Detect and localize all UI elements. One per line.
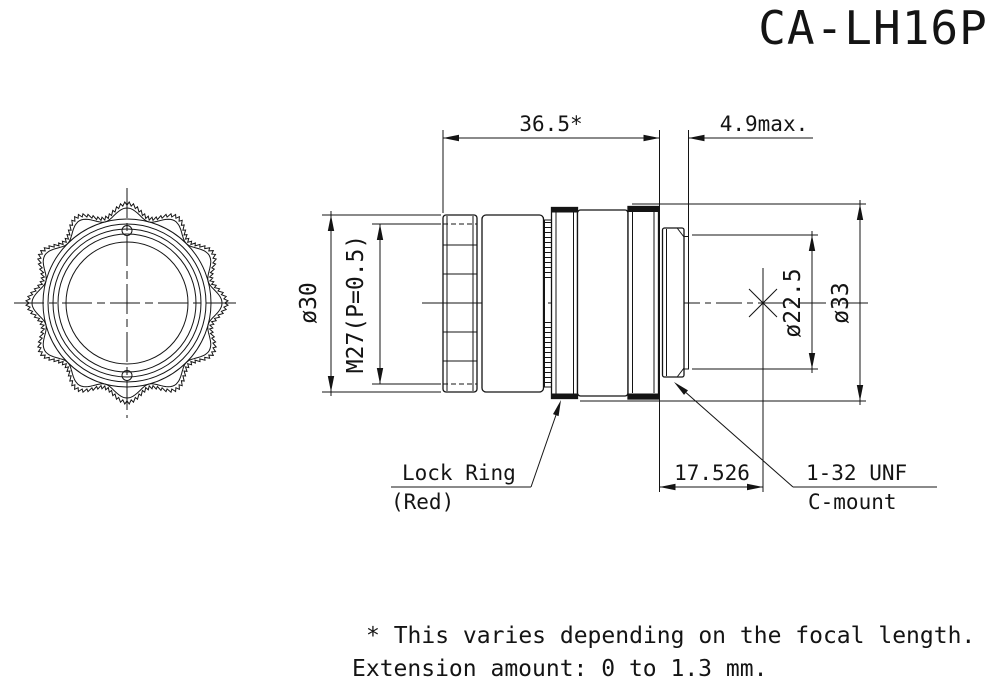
dim-text-36-5: 36.5* — [519, 112, 582, 136]
m27-thread-section — [442, 214, 478, 393]
side-view — [422, 205, 872, 400]
lock-ring — [550, 206, 579, 400]
lock-ring-color-label: (Red) — [391, 490, 454, 514]
footnote-line-1: * This varies depending on the focal len… — [366, 623, 975, 649]
dim-text-dia-33: ø33 — [828, 282, 854, 324]
dim-rear-dia-22-5: ø22.5 — [692, 231, 818, 373]
leader-cmount: 1-32 UNF C-mount — [674, 382, 937, 514]
cmount-type-label: C-mount — [808, 490, 897, 514]
cmount-thread-label: 1-32 UNF — [806, 461, 907, 485]
middle-barrel — [576, 209, 629, 397]
leader-lock-ring: Lock Ring (Red) — [391, 400, 561, 514]
front-view — [14, 188, 240, 418]
dim-rear-4-9max: 4.9max. — [688, 112, 813, 237]
dim-ring-dia-33: ø33 — [580, 200, 866, 405]
focus-ring — [627, 205, 660, 400]
front-barrel — [481, 214, 545, 393]
dim-length-36-5: 36.5* — [442, 112, 660, 492]
dim-thread-m27: M27(P=0.5) — [343, 223, 441, 385]
cmount-thread-section — [661, 227, 689, 378]
dimensions: 36.5* 4.9max. ø30 M27(P=0.5) — [296, 112, 866, 492]
dim-text-4-9max: 4.9max. — [720, 112, 809, 136]
drawing-title: CA-LH16P — [758, 1, 988, 55]
dim-text-dia-30: ø30 — [296, 282, 322, 324]
dim-flange-17-526: 17.526 — [659, 268, 764, 492]
footnote: * This varies depending on the focal len… — [352, 623, 975, 682]
footnote-line-2: Extension amount: 0 to 1.3 mm. — [352, 656, 767, 682]
cmount-rear-face — [683, 236, 689, 370]
image-plane-mark — [748, 288, 778, 318]
dim-text-dia-22-5: ø22.5 — [780, 268, 806, 337]
lock-ring-label: Lock Ring — [402, 461, 516, 485]
dim-text-m27: M27(P=0.5) — [343, 235, 369, 373]
dim-body-dia-30: ø30 — [296, 211, 441, 396]
dim-text-17-526: 17.526 — [674, 461, 750, 485]
